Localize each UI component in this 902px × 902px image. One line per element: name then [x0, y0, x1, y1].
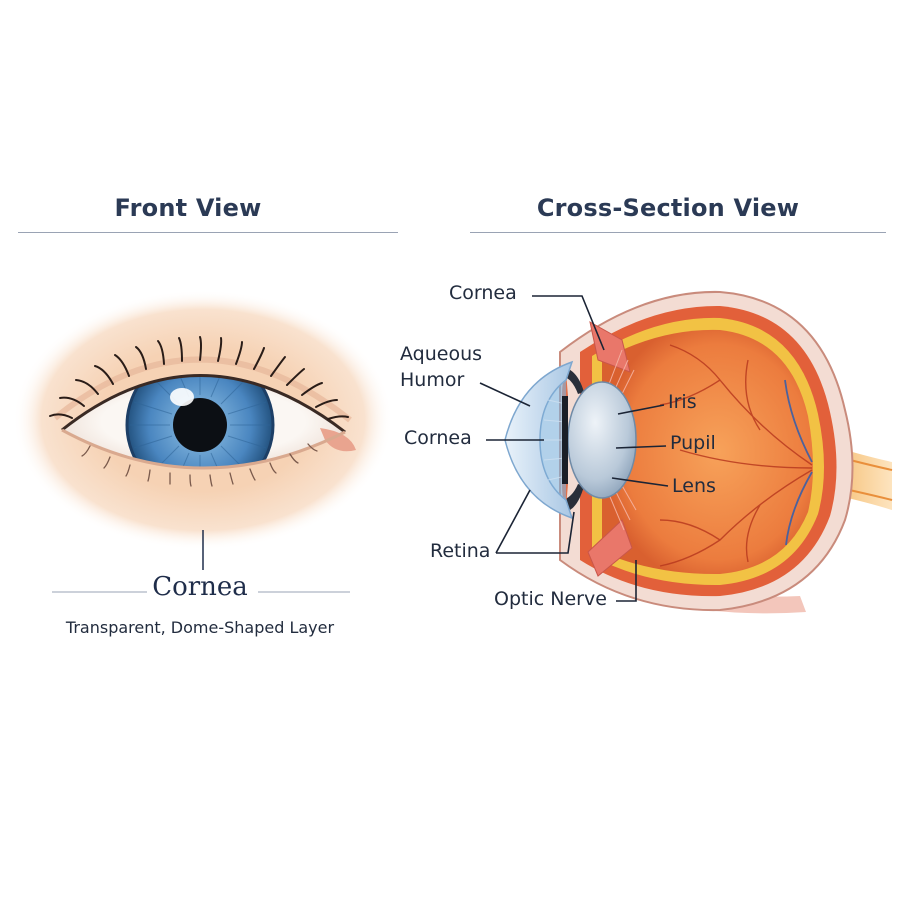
label-iris: Iris	[668, 391, 697, 413]
front-eye-illustration	[13, 290, 393, 593]
label-aqueous-line1: Aqueous	[400, 343, 483, 365]
label-cornea-top: Cornea	[449, 282, 517, 304]
label-lens: Lens	[672, 475, 716, 497]
label-optic-nerve: Optic Nerve	[494, 588, 607, 610]
cross-section-illustration	[479, 290, 893, 614]
cross-section-heading: Cross-Section View	[536, 194, 800, 222]
pupil-front	[173, 398, 227, 452]
leader-lines	[479, 295, 669, 602]
cornea-highlight	[170, 388, 194, 406]
front-caption-title: Cornea	[152, 572, 248, 602]
front-view-heading: Front View	[114, 194, 262, 222]
label-aqueous-line2: Humor	[400, 369, 465, 391]
lower-eyelashes	[81, 443, 318, 487]
front-caption-subtitle: Transparent, Dome-Shaped Layer	[65, 618, 335, 637]
label-cornea-left: Cornea	[404, 427, 472, 449]
vitreous-body	[602, 329, 813, 575]
retinal-vessels	[659, 344, 813, 567]
cross-divider	[470, 232, 886, 233]
label-pupil: Pupil	[670, 432, 716, 454]
label-retina: Retina	[430, 540, 491, 562]
upper-eyelashes	[49, 336, 349, 420]
front-divider	[18, 232, 398, 233]
